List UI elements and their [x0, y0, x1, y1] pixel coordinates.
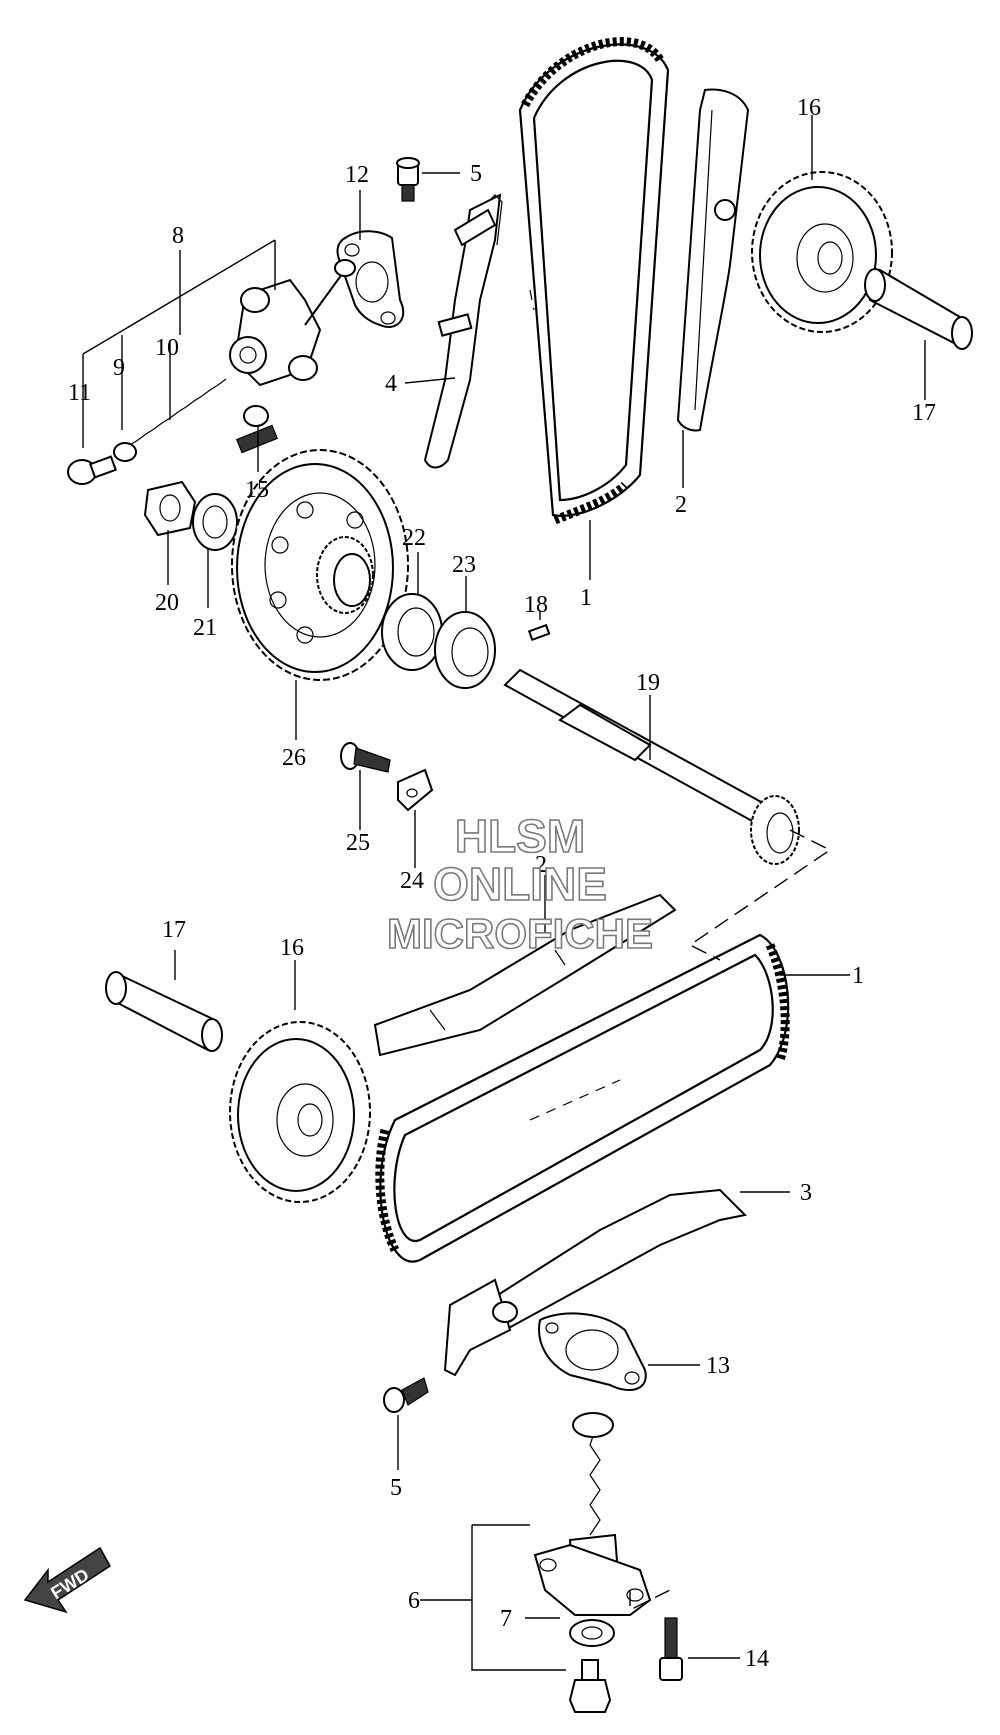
- lower-cam-chain: [375, 933, 790, 1263]
- callout-21: 21: [193, 615, 217, 641]
- gasket-12: [336, 230, 405, 328]
- bolt-14: [659, 1617, 683, 1681]
- callout-3: 3: [800, 1180, 812, 1206]
- watermark-line-2: ONLINE: [433, 858, 607, 910]
- cam-idler-shaft-19: [503, 668, 800, 865]
- lower-chain-guide: [373, 893, 677, 1057]
- washer-7: [569, 1619, 615, 1647]
- idler-gear-16-lower: [229, 1021, 371, 1203]
- callout-1: 1: [852, 963, 864, 989]
- bearing-23: [434, 611, 496, 689]
- callout-24: 24: [400, 868, 424, 894]
- bolt-5-lower: [383, 1377, 429, 1413]
- callout-19: 19: [636, 670, 660, 696]
- callout-2: 2: [675, 492, 687, 518]
- tensioner-adjuster-6: [533, 1412, 652, 1616]
- callout-16: 16: [280, 935, 304, 961]
- callout-11: 11: [68, 380, 91, 406]
- callout-17: 17: [162, 917, 186, 943]
- bolt-tensioner-cap: [568, 1659, 612, 1713]
- pin-17-lower: [105, 971, 223, 1052]
- callout-15: 15: [245, 477, 269, 503]
- tensioner-assembly-upper: [67, 259, 356, 485]
- callout-4: 4: [385, 371, 397, 397]
- lock-washer-24: [397, 768, 434, 812]
- callout-26: 26: [282, 745, 306, 771]
- callout-13: 13: [706, 1353, 730, 1379]
- callout-12: 12: [345, 162, 369, 188]
- leader-lines: [167, 115, 926, 1659]
- callout-9: 9: [113, 355, 125, 381]
- callout-5: 5: [390, 1475, 402, 1501]
- assembly-bracket-lines: [82, 239, 832, 1671]
- lower-tensioner-guide: [443, 1188, 748, 1377]
- callout-14: 14: [745, 1646, 769, 1672]
- callout-1: 1: [580, 585, 592, 611]
- watermark: HLSM ONLINE MICROFICHE: [386, 809, 654, 958]
- cam-drive-gear-26: [231, 449, 409, 681]
- bolt-5-upper: [396, 157, 420, 202]
- gasket-13: [538, 1312, 647, 1391]
- callout-10: 10: [155, 335, 179, 361]
- watermark-line-1: HLSM: [455, 810, 585, 862]
- callout-16: 16: [797, 95, 821, 121]
- nut-20: [143, 480, 197, 537]
- callout-5: 5: [470, 161, 482, 187]
- callout-18: 18: [524, 592, 548, 618]
- callout-17: 17: [912, 400, 936, 426]
- callout-22: 22: [402, 525, 426, 551]
- callout-8: 8: [172, 223, 184, 249]
- bolt-25: [340, 742, 391, 773]
- callouts: 1 1 2 2 3 4 5 5 6 7 8 9 10 11 12 13 14 1…: [68, 95, 936, 1672]
- upper-tensioner-guide: [423, 193, 503, 469]
- key-18: [527, 623, 551, 642]
- watermark-line-3: MICROFICHE: [387, 910, 653, 957]
- bearing-22: [381, 593, 443, 671]
- idler-gear-16-upper: [751, 171, 893, 333]
- upper-cam-chain: [518, 37, 670, 525]
- callout-23: 23: [452, 552, 476, 578]
- callout-25: 25: [346, 830, 370, 856]
- pin-17-upper: [864, 268, 973, 350]
- washer-21: [192, 493, 238, 551]
- fwd-arrow-icon: FWD: [23, 1546, 111, 1614]
- upper-chain-guide: [676, 88, 750, 432]
- callout-6: 6: [408, 1588, 420, 1614]
- callout-7: 7: [500, 1606, 512, 1632]
- callout-2: 2: [535, 852, 547, 878]
- callout-20: 20: [155, 590, 179, 616]
